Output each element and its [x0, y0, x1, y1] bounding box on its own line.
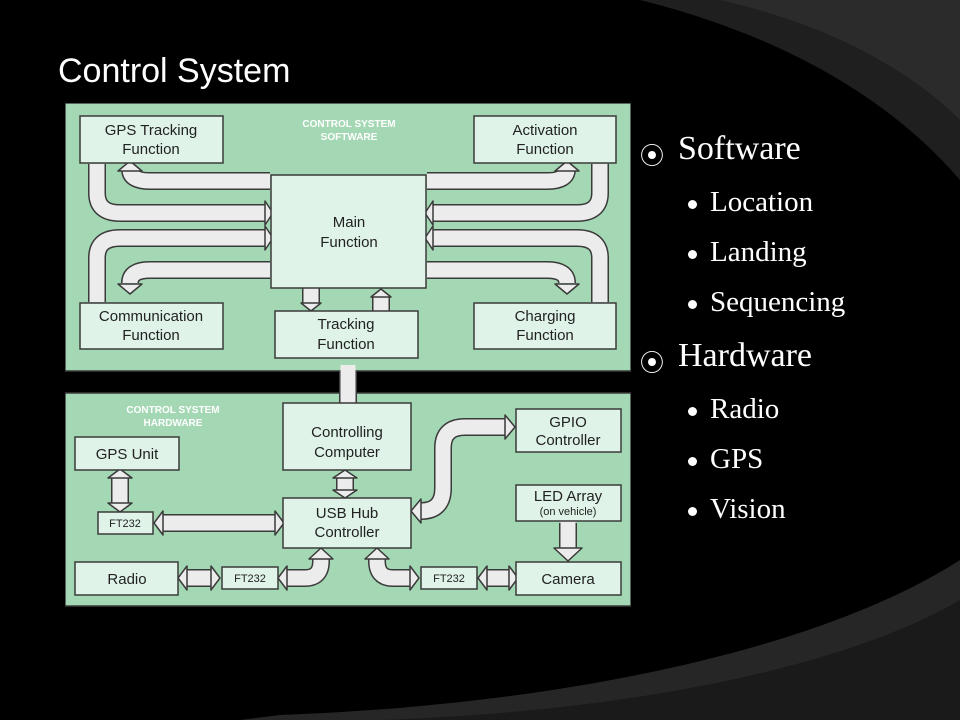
svg-text:Controller: Controller: [314, 524, 379, 541]
svg-text:FT232: FT232: [109, 518, 141, 530]
bullet-dot-icon: [688, 200, 697, 209]
svg-text:GPIO: GPIO: [549, 414, 587, 431]
svg-text:GPS Tracking: GPS Tracking: [105, 122, 198, 139]
svg-text:Main: Main: [333, 214, 366, 231]
main-function-box: [270, 174, 427, 289]
svg-text:Camera: Camera: [541, 571, 595, 588]
svg-text:Tracking: Tracking: [318, 316, 375, 333]
svg-text:SOFTWARE: SOFTWARE: [321, 132, 378, 143]
svg-text:LED Array: LED Array: [534, 488, 603, 505]
software-panel-label: CONTROL SYSTEM: [302, 119, 395, 130]
ft232-camera-box: [420, 566, 478, 590]
svg-text:Controller: Controller: [535, 432, 600, 449]
svg-text:Radio: Radio: [107, 571, 146, 588]
usb-hub-controller-box: [282, 497, 412, 549]
ft232-radio-box: [221, 566, 279, 590]
svg-text:Function: Function: [122, 141, 180, 158]
bullet-vision: Vision: [710, 493, 786, 525]
control-system-diagram: .panel { fill:#a4d8b4; stroke:#3a3a3a; s…: [65, 103, 631, 607]
bullet-sequencing: Sequencing: [710, 286, 846, 318]
svg-text:GPS Unit: GPS Unit: [96, 446, 159, 463]
controlling-computer-box: [282, 402, 412, 471]
camera-box: [515, 561, 622, 596]
svg-text:FT232: FT232: [433, 573, 465, 585]
svg-text:(on vehicle): (on vehicle): [540, 506, 597, 518]
svg-text:Activation: Activation: [512, 122, 577, 139]
ft232-gps-box: [97, 511, 154, 535]
svg-text:USB Hub: USB Hub: [316, 505, 379, 522]
activation-function-box: [473, 115, 617, 164]
bullet-symbol-icon: ⦿: [640, 349, 664, 377]
communication-function-box: [79, 302, 224, 350]
bullet-hardware: Hardware: [678, 337, 813, 374]
svg-text:Computer: Computer: [314, 444, 380, 461]
charging-function-box: [473, 302, 617, 350]
bullet-dot-icon: [688, 407, 697, 416]
svg-text:Function: Function: [317, 336, 375, 353]
radio-box: [74, 561, 179, 596]
bullet-dot-icon: [688, 250, 697, 259]
hardware-panel-label: CONTROL SYSTEM: [126, 405, 219, 416]
gps-unit-box: [74, 436, 180, 471]
gpio-controller-box: [515, 408, 622, 453]
slide-title: Control System: [58, 52, 291, 90]
bullet-software: Software: [678, 130, 801, 167]
svg-text:Function: Function: [122, 327, 180, 344]
svg-text:Communication: Communication: [99, 308, 203, 325]
gps-tracking-function-box: [79, 115, 224, 164]
bullet-dot-icon: [688, 300, 697, 309]
tracking-function-box: [274, 310, 419, 359]
svg-text:Charging: Charging: [515, 308, 576, 325]
bullet-location: Location: [710, 186, 814, 218]
bullet-dot-icon: [688, 507, 697, 516]
svg-text:Function: Function: [320, 234, 378, 251]
svg-text:Controlling: Controlling: [311, 424, 383, 441]
svg-text:HARDWARE: HARDWARE: [144, 418, 203, 429]
bullet-landing: Landing: [710, 236, 807, 268]
bullet-dot-icon: [688, 457, 697, 466]
svg-text:Function: Function: [516, 327, 574, 344]
bullet-gps: GPS: [710, 443, 764, 475]
bullet-radio: Radio: [710, 393, 780, 425]
led-array-box: [515, 484, 622, 522]
bullet-symbol-icon: ⦿: [640, 142, 664, 170]
svg-text:Function: Function: [516, 141, 574, 158]
svg-text:FT232: FT232: [234, 573, 266, 585]
